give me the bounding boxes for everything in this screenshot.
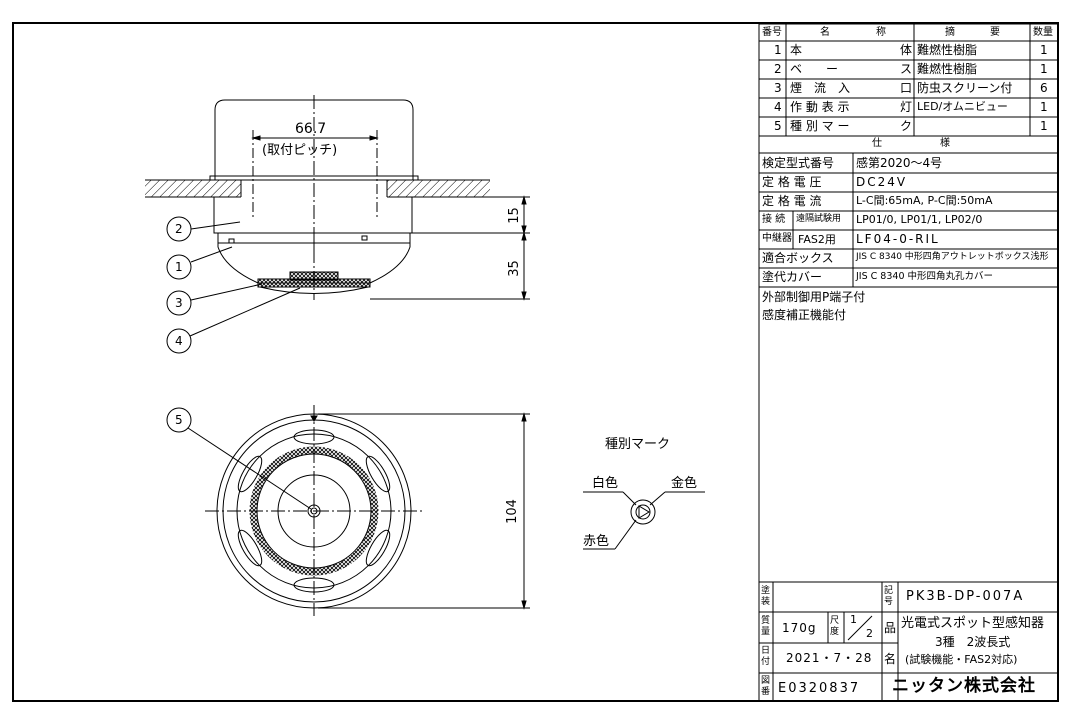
- part-no: 4: [774, 100, 782, 114]
- part-name: 作 動 表 示: [790, 100, 850, 114]
- drawing-no-value: E0320837: [778, 681, 861, 696]
- symbol-value: PK3B-DP-007A: [906, 589, 1025, 604]
- mass-label: 質量: [761, 616, 771, 637]
- spec-value: JIS C 8340 中形四角アウトレットボックス浅形: [856, 252, 1049, 262]
- spec-sublabel: FAS2用: [798, 233, 836, 246]
- spec-value: DC24V: [856, 175, 908, 189]
- part-no: 5: [774, 119, 782, 133]
- spec-label: 検定型式番号: [762, 156, 835, 170]
- part-name-end: 灯: [900, 100, 913, 114]
- scale-label: 尺度: [830, 616, 840, 637]
- dim-35: 35: [506, 260, 522, 277]
- part-qty: 1: [1040, 119, 1048, 133]
- part-name-end: ス: [900, 62, 913, 76]
- part-no: 1: [774, 43, 782, 57]
- spec-note: 外部制御用P端子付: [762, 290, 866, 304]
- scale-numerator: 1: [850, 613, 857, 626]
- part-name-end: ク: [900, 119, 913, 133]
- spec-note: 感度補正機能付: [762, 308, 847, 322]
- pitch-value: 66.7: [295, 121, 327, 137]
- callout-3: 3: [175, 296, 183, 310]
- part-qty: 1: [1040, 62, 1048, 76]
- name-label: 名: [884, 652, 897, 666]
- spec-header-b: 様: [940, 138, 950, 149]
- part-no: 3: [774, 81, 782, 95]
- header-spec-b: 要: [990, 27, 1000, 38]
- part-name: 本: [790, 43, 803, 57]
- coating-label: 塗装: [761, 586, 771, 607]
- callout-5: 5: [175, 413, 183, 427]
- date-label: 日付: [761, 646, 771, 667]
- part-spec: LED/オムニビュー: [917, 100, 1008, 113]
- spec-sublabel: 遠隔試験用: [796, 214, 842, 224]
- header-qty: 数量: [1033, 27, 1053, 38]
- spec-value: LP01/0, LP01/1, LP02/0: [856, 213, 983, 226]
- mark-white-label: 白色: [592, 476, 619, 491]
- mark-gold-label: 金色: [671, 476, 698, 491]
- drawing-no-label: 図番: [761, 676, 771, 697]
- spec-label: 塗代カバー: [762, 270, 823, 284]
- part-spec: 難燃性樹脂: [917, 43, 978, 57]
- part-no: 2: [774, 62, 782, 76]
- product-label: 品: [884, 621, 897, 635]
- spec-label: 定 格 電 流: [762, 194, 822, 208]
- part-qty: 6: [1040, 81, 1048, 95]
- spec-label: 定 格 電 圧: [762, 175, 822, 189]
- side-view: [145, 95, 530, 354]
- header-no: 番号: [762, 27, 782, 38]
- table-grid: [758, 23, 1059, 702]
- spec-value: L-C間:65mA, P-C間:50mA: [856, 194, 993, 207]
- part-spec: 防虫スクリーン付: [917, 81, 1013, 95]
- part-name-end: 口: [900, 81, 913, 95]
- part-name: 煙 流 入: [790, 81, 851, 95]
- company-logo: ニッタン株式会社: [892, 676, 1036, 696]
- part-name: ベ ー: [790, 62, 839, 76]
- product-name-line2: 3種 2波長式: [935, 635, 1011, 649]
- spec-label: 適合ボックス: [762, 251, 834, 265]
- part-qty: 1: [1040, 43, 1048, 57]
- product-name-line1: 光電式スポット型感知器: [901, 616, 1045, 631]
- bottom-view: [166, 405, 530, 616]
- spec-value: 感第2020～4号: [856, 156, 943, 170]
- spec-header-a: 仕: [872, 138, 882, 149]
- callout-4: 4: [175, 334, 183, 348]
- callout-2: 2: [175, 222, 183, 236]
- spec-value: LF04-0-RIL: [856, 232, 940, 246]
- header-name-a: 名: [820, 27, 830, 38]
- pitch-label: (取付ピッチ): [262, 143, 338, 158]
- part-spec: 難燃性樹脂: [917, 62, 978, 76]
- date-value: 2021・7・28: [786, 651, 873, 665]
- scale-denominator: 2: [866, 627, 873, 640]
- spec-label: 中継器: [762, 233, 792, 244]
- product-name-line3: (試験機能・FAS2対応): [905, 653, 1018, 666]
- header-name-b: 称: [876, 27, 886, 38]
- mark-red-label: 赤色: [583, 534, 610, 549]
- callout-1: 1: [175, 260, 183, 274]
- part-qty: 1: [1040, 100, 1048, 114]
- part-name: 種 別 マ ー: [790, 119, 850, 133]
- dim-104: 104: [504, 499, 520, 524]
- spec-value: JIS C 8340 中形四角丸孔カバー: [856, 271, 994, 282]
- spec-label: 接 続: [762, 214, 786, 225]
- kind-mark-symbol: [583, 491, 705, 550]
- header-spec-a: 摘: [945, 27, 955, 38]
- mass-value: 170g: [782, 621, 817, 635]
- symbol-label: 記号: [884, 586, 894, 607]
- part-name-end: 体: [900, 43, 913, 57]
- dim-15: 15: [506, 207, 522, 224]
- kind-mark-title: 種別マーク: [605, 437, 671, 452]
